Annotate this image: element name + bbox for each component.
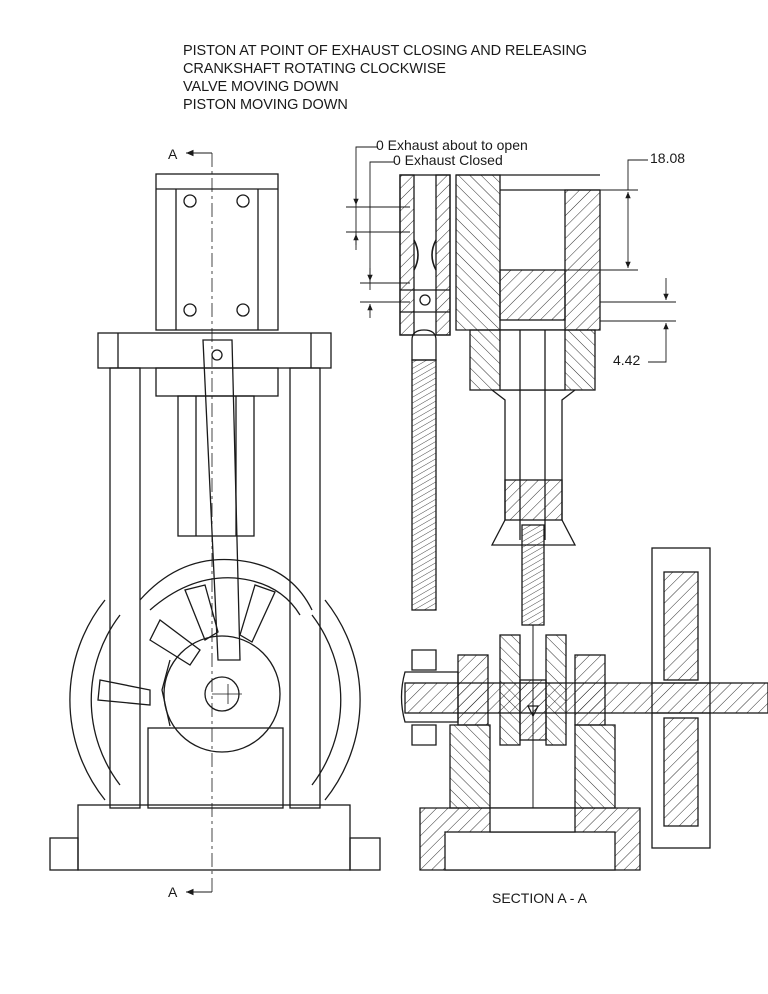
right-column — [289, 367, 321, 809]
valve-rod — [411, 359, 437, 611]
note-line-1: PISTON AT POINT OF EXHAUST CLOSING AND R… — [183, 43, 587, 59]
section-title: SECTION A - A — [492, 890, 587, 906]
callout-exhaust-open: 0 Exhaust about to open — [376, 137, 528, 153]
dimension-lines — [346, 146, 676, 363]
flywheel-rim — [69, 599, 106, 801]
crank-disc — [163, 635, 281, 753]
piston-rod — [521, 524, 545, 626]
section-marker-top: A — [168, 146, 178, 162]
front-view — [49, 149, 381, 896]
base — [77, 804, 351, 871]
callout-exhaust-closed: 0 Exhaust Closed — [393, 152, 503, 168]
cylinder-bolt — [183, 194, 197, 208]
flywheel-spoke — [149, 619, 201, 666]
gudgeon-pin — [211, 349, 223, 361]
dimension-lower: 4.42 — [613, 352, 641, 368]
connecting-rod — [202, 339, 241, 661]
piston — [499, 269, 566, 321]
drawing-notes: PISTON AT POINT OF EXHAUST CLOSING AND R… — [183, 42, 587, 114]
cylinder-wall-right — [564, 189, 601, 331]
bearing-block — [147, 727, 284, 809]
crosshead-guide — [490, 389, 577, 546]
note-line-2: CRANKSHAFT ROTATING CLOCKWISE — [183, 61, 446, 77]
section-view — [399, 174, 768, 871]
base-column-left — [449, 724, 491, 809]
pulley — [651, 547, 711, 849]
section-marker-bottom: A — [168, 884, 178, 900]
note-line-4: PISTON MOVING DOWN — [183, 97, 348, 113]
left-column — [109, 367, 141, 809]
crankshaft — [404, 682, 768, 714]
note-line-3: VALVE MOVING DOWN — [183, 79, 339, 95]
cylinder-block — [155, 173, 279, 331]
dimension-upper: 18.08 — [650, 150, 686, 166]
cylinder-wall-left — [455, 174, 501, 331]
